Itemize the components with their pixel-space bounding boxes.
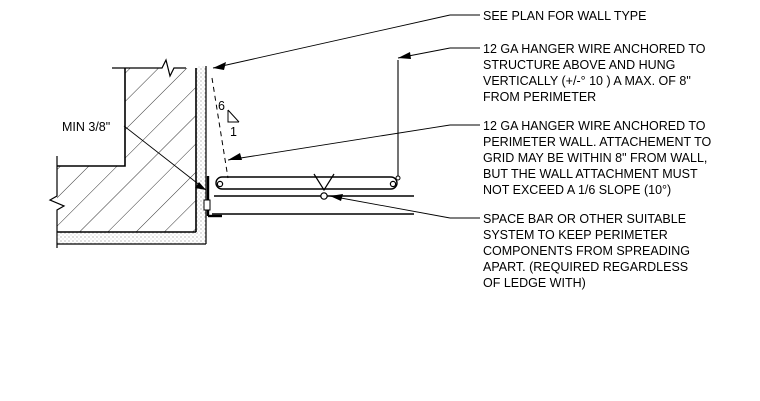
note-vertical-hanger: 12 GA HANGER WIRE ANCHORED TO STRUCTURE … xyxy=(483,42,709,104)
wall-section xyxy=(57,68,196,232)
space-bar-clip xyxy=(313,173,335,200)
soffit-plaster xyxy=(57,232,206,244)
slope-run-label: 1 xyxy=(230,125,237,139)
top-break-line xyxy=(112,58,186,78)
note-wall-type: SEE PLAN FOR WALL TYPE xyxy=(483,9,646,23)
note-perimeter-hanger: 12 GA HANGER WIRE ANCHORED TO PERIMETER … xyxy=(483,119,715,197)
plaster-finish xyxy=(57,66,207,245)
note-min-gap: MIN 3/8" xyxy=(62,120,110,134)
wall-outline xyxy=(57,68,126,167)
ceiling-grid xyxy=(212,176,414,215)
concrete-wall xyxy=(57,68,197,233)
main-tee xyxy=(215,176,398,190)
slope-symbol: 6 1 xyxy=(218,99,240,139)
grid-connector xyxy=(216,180,224,188)
splayed-hanger-wire xyxy=(211,77,229,179)
perimeter-angle xyxy=(203,176,222,218)
note-space-bar: SPACE BAR OR OTHER SUITABLE SYSTEM TO KE… xyxy=(483,212,693,290)
left-break-line xyxy=(48,156,66,248)
wall-plaster xyxy=(196,66,206,232)
angle-fastener xyxy=(203,199,211,211)
slope-rise-label: 6 xyxy=(218,99,225,113)
hanger-wire-tie xyxy=(395,175,401,181)
grid-connector-right xyxy=(389,180,397,188)
leader-lines xyxy=(123,14,480,219)
